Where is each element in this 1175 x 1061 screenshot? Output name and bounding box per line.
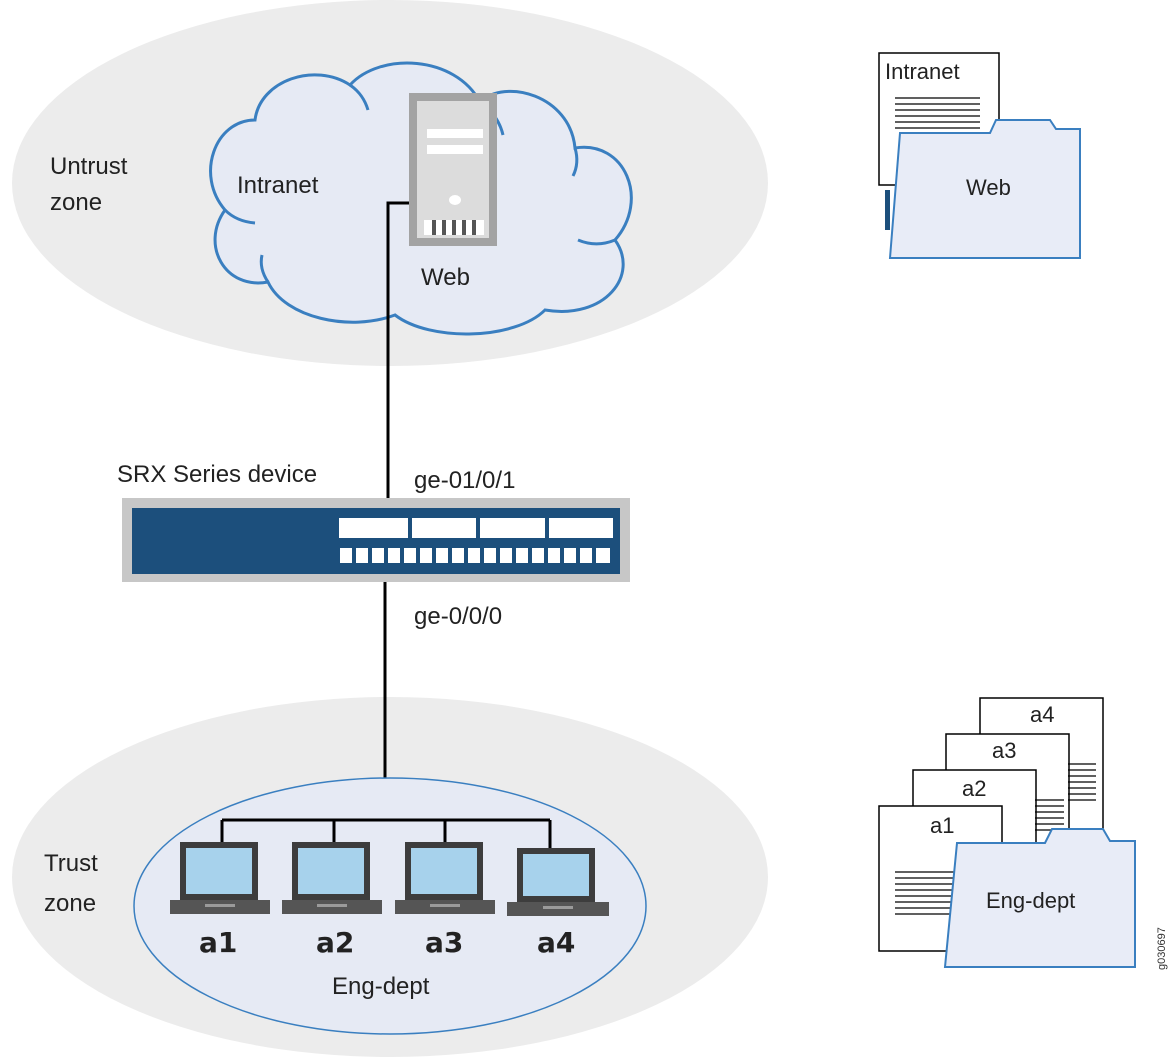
document-a3-label: a3 bbox=[992, 738, 1016, 763]
trust-zone-label-line1: Trust bbox=[44, 850, 98, 877]
figure-id: g030697 bbox=[1156, 927, 1168, 970]
host-label-a1: a1 bbox=[199, 926, 237, 959]
web-folder-icon bbox=[885, 119, 1081, 259]
cloud-label: Intranet bbox=[237, 172, 319, 199]
intranet-document-label: Intranet bbox=[885, 59, 960, 84]
host-label-a2: a2 bbox=[316, 926, 354, 959]
server-icon bbox=[409, 93, 497, 246]
host-label-a4: a4 bbox=[537, 926, 575, 959]
server-label: Web bbox=[421, 264, 470, 291]
device-label: SRX Series device bbox=[117, 461, 317, 488]
cloud-curl bbox=[571, 147, 579, 177]
document-a2-label: a2 bbox=[962, 776, 986, 801]
upper-interface-label: ge-01/0/1 bbox=[414, 467, 515, 494]
eng-dept-folder-label: Eng-dept bbox=[986, 888, 1075, 913]
untrust-zone-label-line1: Untrust bbox=[50, 153, 128, 180]
laptop-icon bbox=[282, 842, 382, 914]
laptop-icon bbox=[507, 848, 609, 916]
untrust-zone-label-line2: zone bbox=[50, 189, 102, 216]
eng-dept-subnet bbox=[133, 777, 647, 1035]
srx-device-icon bbox=[122, 498, 630, 582]
cloud-curl bbox=[577, 238, 616, 246]
laptop-icon bbox=[395, 842, 495, 914]
document-a4-label: a4 bbox=[1030, 702, 1054, 727]
eng-dept-folder-icon bbox=[943, 828, 1136, 968]
server-link bbox=[386, 201, 409, 498]
cloud-curl bbox=[259, 254, 270, 283]
host-label-a3: a3 bbox=[425, 926, 463, 959]
laptop-icon bbox=[170, 842, 270, 914]
cloud-curl bbox=[349, 83, 370, 111]
document-a1-label: a1 bbox=[930, 813, 954, 838]
eng-dept-label: Eng-dept bbox=[332, 973, 430, 1000]
web-folder-label: Web bbox=[966, 175, 1011, 200]
cloud-curl bbox=[223, 208, 256, 225]
lower-interface-label: ge-0/0/0 bbox=[414, 603, 502, 630]
trust-zone-label-line2: zone bbox=[44, 890, 96, 917]
